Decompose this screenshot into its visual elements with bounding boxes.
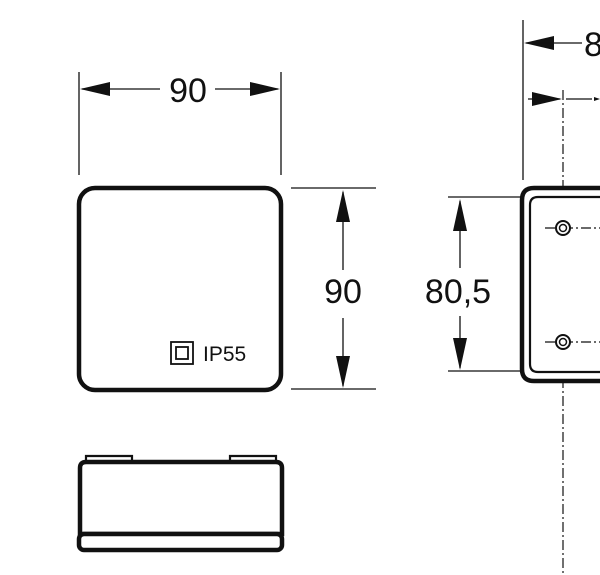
ip-label: IP55	[203, 343, 246, 366]
arrow-down-icon	[336, 356, 350, 388]
width-label: 90	[169, 72, 207, 110]
tab-right	[228, 454, 278, 462]
width-dimension: 90	[80, 72, 280, 110]
front-view: 90 IP55 90	[76, 72, 376, 393]
outer-width-dimension: 8	[524, 26, 600, 64]
tab-left	[84, 454, 134, 462]
arrow-down-icon	[453, 338, 467, 370]
height-label: 90	[324, 273, 362, 311]
box-front-outline	[76, 185, 284, 393]
bottom-view	[76, 454, 285, 553]
box-back-outline	[519, 185, 600, 384]
box-base-plate	[76, 531, 285, 553]
box-back-inner-outline	[528, 195, 600, 374]
mounting-hole-top	[555, 220, 571, 236]
side-height-dimension: 80,5	[425, 199, 491, 370]
arrow-left-icon	[80, 82, 110, 96]
inner-width-dimension	[528, 92, 600, 106]
double-square-icon	[170, 341, 194, 365]
height-dimension: 90	[324, 190, 362, 388]
side-view: 8 80,5	[425, 20, 600, 575]
top-width-label: 8	[584, 26, 600, 64]
ip-marking: IP55	[170, 341, 246, 366]
side-height-label: 80,5	[425, 273, 491, 311]
arrow-up-icon	[453, 199, 467, 231]
arrow-up-icon	[336, 190, 350, 222]
mounting-hole-bottom	[555, 334, 571, 350]
box-side-outline	[77, 459, 285, 537]
arrow-right-icon	[250, 82, 280, 96]
